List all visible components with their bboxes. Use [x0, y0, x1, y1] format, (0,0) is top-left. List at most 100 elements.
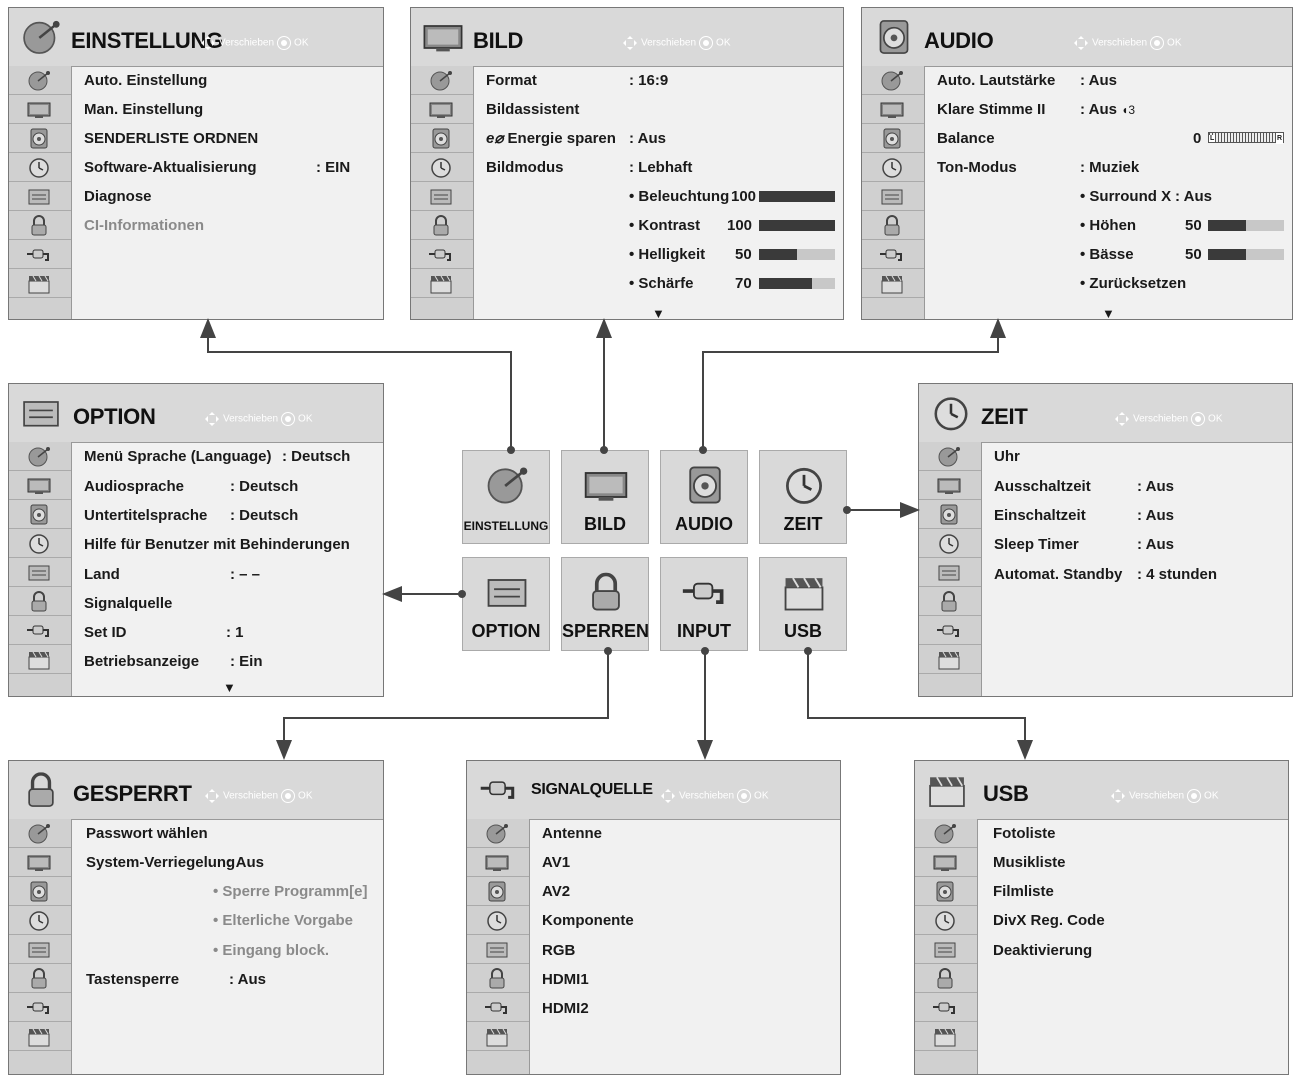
sidebar-item-audio[interactable]: [9, 124, 71, 153]
sidebar-item-usb[interactable]: [9, 269, 71, 298]
sidebar-item-zeit[interactable]: [9, 906, 71, 935]
sidebar-item-option[interactable]: [9, 935, 71, 964]
menu-item-diagnose[interactable]: Diagnose: [84, 182, 373, 211]
tile-sperren[interactable]: SPERREN: [561, 557, 649, 651]
sidebar-item-option[interactable]: [915, 935, 977, 964]
sidebar-item-input[interactable]: [862, 240, 924, 269]
scroll-down-arrow[interactable]: ▼: [223, 680, 236, 695]
sidebar-item-bild[interactable]: [9, 471, 71, 500]
sidebar-item-bild[interactable]: [9, 95, 71, 124]
sidebar-item-audio[interactable]: [9, 877, 71, 906]
sidebar-item-sperren[interactable]: [919, 587, 981, 616]
sidebar-item-einstellung[interactable]: [862, 66, 924, 95]
menu-item-standby[interactable]: Automat. Standby: 4 stunden: [994, 560, 1282, 589]
usb-item-filmliste[interactable]: Filmliste: [993, 877, 1278, 906]
slider-bar[interactable]: [759, 249, 835, 260]
sidebar-item-usb[interactable]: [862, 269, 924, 298]
sidebar-item-zeit[interactable]: [862, 153, 924, 182]
sidebar-item-einstellung[interactable]: [9, 442, 71, 471]
menu-item-energie-sparen[interactable]: e⌀ Energie sparen: Aus: [486, 124, 833, 153]
tile-input[interactable]: INPUT: [660, 557, 748, 651]
menu-item-senderliste[interactable]: SENDERLISTE ORDNEN: [84, 124, 373, 153]
sidebar-item-usb[interactable]: [919, 645, 981, 674]
slider-bar[interactable]: [1208, 249, 1284, 260]
sidebar-item-input[interactable]: [915, 993, 977, 1022]
menu-item-bildassistent[interactable]: Bildassistent: [486, 95, 833, 124]
sidebar-item-zeit[interactable]: [919, 529, 981, 558]
sidebar-item-usb[interactable]: [915, 1022, 977, 1051]
menu-item-system-verriegelung[interactable]: System-Verriegelung: Aus: [86, 848, 373, 877]
sidebar-item-einstellung[interactable]: [467, 819, 529, 848]
slider-bar[interactable]: [759, 191, 835, 202]
slider-bar[interactable]: [759, 278, 835, 289]
menu-item-einschaltzeit[interactable]: Einschaltzeit: Aus: [994, 501, 1282, 530]
sidebar-item-option[interactable]: [862, 182, 924, 211]
sidebar-item-sperren[interactable]: [411, 211, 473, 240]
sidebar-item-zeit[interactable]: [467, 906, 529, 935]
slider-bar[interactable]: [759, 220, 835, 231]
sidebar-item-zeit[interactable]: [9, 529, 71, 558]
sidebar-item-bild[interactable]: [411, 95, 473, 124]
menu-item-auto-einstellung[interactable]: Auto. Einstellung: [84, 66, 373, 95]
menu-item-auto-lautstaerke[interactable]: Auto. Lautstärke: Aus: [937, 66, 1282, 95]
sidebar-item-einstellung[interactable]: [411, 66, 473, 95]
slider-bar[interactable]: [1208, 220, 1284, 231]
sidebar-item-sperren[interactable]: [9, 587, 71, 616]
menu-item-signalquelle[interactable]: Signalquelle: [84, 589, 373, 618]
menu-item-audiosprache[interactable]: Audiosprache: Deutsch: [84, 472, 373, 501]
sidebar-item-input[interactable]: [411, 240, 473, 269]
sidebar-item-zeit[interactable]: [411, 153, 473, 182]
sidebar-item-einstellung[interactable]: [919, 442, 981, 471]
sidebar-item-input[interactable]: [9, 993, 71, 1022]
sidebar-item-sperren[interactable]: [9, 211, 71, 240]
tile-usb[interactable]: USB: [759, 557, 847, 651]
source-item-komponente[interactable]: Komponente: [542, 906, 830, 935]
sidebar-item-input[interactable]: [919, 616, 981, 645]
menu-item-man-einstellung[interactable]: Man. Einstellung: [84, 95, 373, 124]
sidebar-item-usb[interactable]: [9, 645, 71, 674]
sidebar-item-bild[interactable]: [862, 95, 924, 124]
menu-item-land[interactable]: Land: – –: [84, 560, 373, 589]
source-item-hdmi1[interactable]: HDMI1: [542, 965, 830, 994]
source-item-rgb[interactable]: RGB: [542, 936, 830, 965]
menu-item-untertitelsprache[interactable]: Untertitelsprache: Deutsch: [84, 501, 373, 530]
sidebar-item-einstellung[interactable]: [9, 819, 71, 848]
menu-item-ton-modus[interactable]: Ton-Modus: Muziek: [937, 153, 1282, 182]
menu-item-format[interactable]: Format: 16:9: [486, 66, 833, 95]
sidebar-item-bild[interactable]: [915, 848, 977, 877]
source-item-antenne[interactable]: Antenne: [542, 819, 830, 848]
source-item-av1[interactable]: AV1: [542, 848, 830, 877]
source-item-hdmi2[interactable]: HDMI2: [542, 994, 830, 1023]
menu-item-zuruecksetzen[interactable]: • Zurücksetzen: [937, 269, 1282, 298]
menu-item-sprache[interactable]: Menü Sprache (Language): Deutsch: [84, 442, 373, 471]
sidebar-item-audio[interactable]: [411, 124, 473, 153]
sidebar-item-bild[interactable]: [467, 848, 529, 877]
usb-item-fotoliste[interactable]: Fotoliste: [993, 819, 1278, 848]
menu-item-uhr[interactable]: Uhr: [994, 442, 1282, 471]
sidebar-item-zeit[interactable]: [9, 153, 71, 182]
sidebar-item-usb[interactable]: [9, 1022, 71, 1051]
sidebar-item-audio[interactable]: [915, 877, 977, 906]
sidebar-item-sperren[interactable]: [915, 964, 977, 993]
menu-item-sleep-timer[interactable]: Sleep Timer: Aus: [994, 530, 1282, 559]
sidebar-item-option[interactable]: [9, 182, 71, 211]
sidebar-item-sperren[interactable]: [9, 964, 71, 993]
sidebar-item-zeit[interactable]: [915, 906, 977, 935]
usb-item-musikliste[interactable]: Musikliste: [993, 848, 1278, 877]
tile-einstellung[interactable]: EINSTELLUNG: [462, 450, 550, 544]
sidebar-item-audio[interactable]: [9, 500, 71, 529]
menu-item-surround[interactable]: • Surround X: Aus: [937, 182, 1282, 211]
sidebar-item-input[interactable]: [9, 616, 71, 645]
sidebar-item-usb[interactable]: [467, 1022, 529, 1051]
menu-item-passwort[interactable]: Passwort wählen: [86, 819, 373, 848]
sidebar-item-option[interactable]: [919, 558, 981, 587]
sidebar-item-usb[interactable]: [411, 269, 473, 298]
tile-zeit[interactable]: ZEIT: [759, 450, 847, 544]
menu-item-ausschaltzeit[interactable]: Ausschaltzeit: Aus: [994, 472, 1282, 501]
sidebar-item-input[interactable]: [467, 993, 529, 1022]
